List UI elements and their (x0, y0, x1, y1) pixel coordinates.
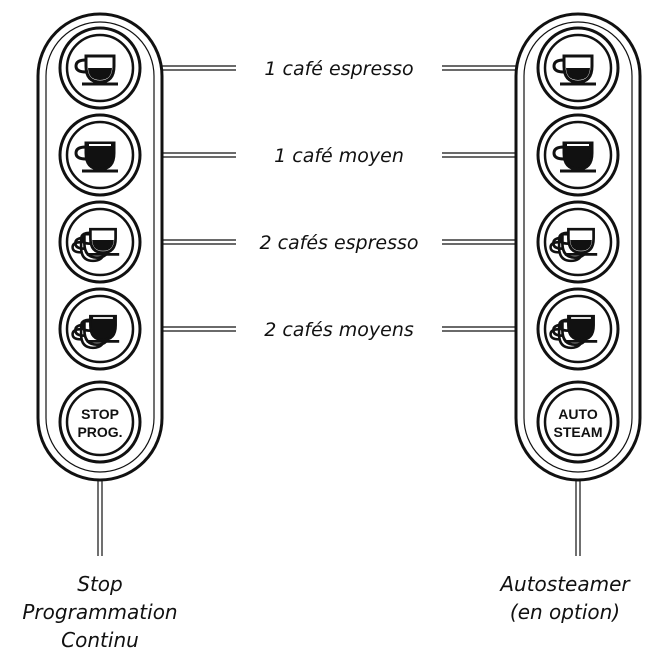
right-button-1-espresso[interactable] (536, 26, 620, 110)
steam-label: STEAM (554, 424, 603, 440)
right-button-2-medium[interactable] (536, 287, 620, 371)
label-1-cafe-espresso: 1 café espresso (264, 58, 413, 80)
label-1-cafe-moyen: 1 café moyen (274, 145, 404, 167)
stop-prog-button[interactable]: STOP PROG. (58, 380, 142, 464)
auto-steam-button[interactable]: AUTO STEAM (536, 380, 620, 464)
label-2-cafes-espresso: 2 cafés espresso (259, 232, 418, 254)
autosteamer-label: Autosteamer (en option) (478, 570, 652, 626)
autosteamer-line: Autosteamer (500, 572, 630, 596)
left-button-1-espresso[interactable] (58, 26, 142, 110)
left-button-2-espresso[interactable] (58, 200, 142, 284)
continu-line: Continu (61, 628, 139, 652)
bottom-leader-lines (97, 480, 581, 556)
connector-lines (162, 65, 516, 332)
auto-label: AUTO (558, 406, 598, 422)
programmation-line: Programmation (22, 600, 178, 624)
stop-label: STOP (81, 406, 119, 422)
right-button-1-medium[interactable] (536, 113, 620, 197)
en-option-line: (en option) (509, 600, 621, 624)
left-button-2-medium[interactable] (58, 287, 142, 371)
stop-line: Stop (77, 572, 123, 596)
left-button-1-medium[interactable] (58, 113, 142, 197)
right-button-2-espresso[interactable] (536, 200, 620, 284)
label-2-cafes-moyens: 2 cafés moyens (264, 319, 414, 341)
stop-programmation-label: Stop Programmation Continu (0, 570, 200, 654)
prog-label: PROG. (77, 424, 122, 440)
